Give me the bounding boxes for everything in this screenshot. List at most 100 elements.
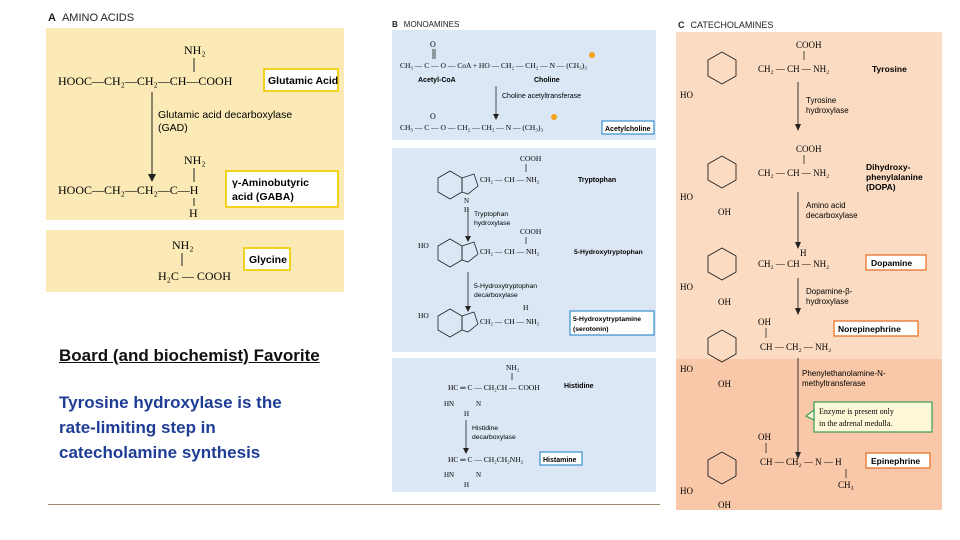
panel-b-monoamines: O CH₃ — C — O — CoA + HO — CH₂ — CH₂ — N… — [392, 30, 656, 492]
epinephrine-ch3: CH₃ — [838, 480, 854, 490]
catecholamine-upper-box — [676, 32, 942, 359]
histidine-decarboxylase-line1: Histidine — [472, 425, 498, 432]
histamine-h: H — [464, 481, 469, 489]
dopa-label-line1: Dihydroxy- — [866, 162, 911, 172]
epinephrine-benzene-ring — [707, 451, 737, 485]
norepinephrine-label: Norepinephrine — [838, 324, 901, 334]
htp-label: 5-Hydroxytryptophan — [574, 249, 643, 256]
tyrosine-benzene-ring — [707, 51, 737, 85]
htp-indole-ring — [437, 238, 479, 268]
histidine-n: N — [476, 400, 481, 408]
histidine-decarboxylase-line2: decarboxylase — [472, 434, 516, 441]
histamine-formula: HC ═ C — CH₂CH₂NH₂ — [448, 455, 524, 464]
dopa-benzene-ring — [707, 155, 737, 189]
norepinephrine-benzene-ring — [707, 329, 737, 363]
norepinephrine-oh: OH — [718, 379, 731, 389]
rate-limiting-note-line3: catecholamine synthesis — [59, 443, 261, 462]
histidine-nh2: NH₂ — [506, 363, 520, 372]
choline-label: Choline — [534, 77, 560, 84]
norepinephrine-ho: HO — [680, 364, 693, 374]
gaba-label-line2: acid (GABA) — [232, 191, 294, 203]
rate-limiting-note-line1: Tyrosine hydroxylase is the — [59, 393, 282, 412]
acetylcholine-o: O — [430, 112, 436, 121]
board-favorite-heading: Board (and biochemist) Favorite — [59, 346, 320, 365]
rate-limiting-note: Tyrosine hydroxylase is the rate-limitin… — [59, 390, 349, 465]
histidine-h: H — [464, 410, 469, 418]
gad-enzyme-line2: (GAD) — [158, 122, 188, 134]
serotonin-label-line2: (serotonin) — [573, 326, 609, 333]
epinephrine-label: Epinephrine — [871, 456, 920, 466]
acetylcholine-formula: CH₃ — C — O — CH₂ — CH₂ — N — (CH₃)₃ — [400, 123, 543, 132]
norepinephrine-oh-top: OH — [758, 317, 771, 327]
acetylcholine-label: Acetylcholine — [605, 126, 651, 133]
epinephrine-oh: OH — [718, 500, 731, 510]
catecholamine-lower-box — [676, 359, 942, 510]
dopa-side-chain: CH₂ — CH — NH₂ — [758, 168, 829, 178]
adrenal-note-line1: Enzyme is present only — [819, 407, 894, 416]
dopamine-side-chain: CH₂ — CH — NH₂ — [758, 259, 829, 269]
tryptophan-hydroxylase-line2: hydroxylase — [474, 220, 510, 227]
dopamine-h: H — [800, 248, 807, 258]
panel-a-amino-acids: NH₂ HOOC—CH₂—CH₂—CH—COOH Glutamic Acid G… — [46, 28, 344, 292]
tryptophan-n: N — [464, 197, 469, 205]
pnmt-enzyme-line1: Phenylethanolamine-N- — [802, 369, 886, 378]
tyrosine-hydroxylase-line2: hydroxylase — [806, 106, 849, 115]
histamine-label: Histamine — [543, 457, 577, 464]
epinephrine-side-chain: CH — CH₂ — N — H — [760, 457, 842, 467]
pnmt-enzyme-line2: methyltransferase — [802, 379, 866, 388]
glutamate-formula: HOOC—CH₂—CH₂—CH—COOH — [58, 74, 233, 88]
panel-c-catecholamines: HO COOH CH₂ — CH — NH₂ Tyrosine Tyrosine… — [676, 32, 942, 510]
htp-decarboxylase-line2: decarboxylase — [474, 292, 518, 299]
tyrosine-hydroxylase-line1: Tyrosine — [806, 96, 837, 105]
dopamine-oh: OH — [718, 297, 731, 307]
dopa-ho: HO — [680, 192, 693, 202]
acetyl-coa-o: O — [430, 40, 436, 49]
histidine-formula: HC ═ C — CH₂CH — COOH — [448, 383, 540, 392]
htp-decarboxylase-line1: 5-Hydroxytryptophan — [474, 283, 537, 290]
glycine-nh2: NH₂ — [172, 238, 194, 252]
dbh-enzyme-line1: Dopamine-β- — [806, 287, 853, 296]
dopamine-label: Dopamine — [871, 258, 912, 268]
dopa-cooh: COOH — [796, 144, 822, 154]
dopamine-benzene-ring — [707, 247, 737, 281]
serotonin-ho: HO — [418, 311, 429, 320]
htp-side-chain: CH₂ — CH — NH₂ — [480, 247, 540, 256]
htp-cooh: COOH — [520, 227, 542, 236]
serotonin-h: H — [523, 303, 529, 312]
tryptophan-indole-ring — [437, 170, 479, 200]
tyrosine-ho: HO — [680, 90, 693, 100]
epinephrine-ho: HO — [680, 486, 693, 496]
gaba-formula: HOOC—CH₂—CH₂—C—H — [58, 183, 199, 197]
histidine-hn: HN — [444, 400, 454, 408]
divider-line — [48, 504, 660, 505]
tryptophan-h: H — [464, 206, 469, 214]
gad-enzyme-line1: Glutamic acid decarboxylase — [158, 109, 292, 121]
serotonin-label-line1: 5-Hydroxytryptamine — [573, 316, 641, 323]
aromatic-decarboxylase-line1: Amino acid — [806, 201, 846, 210]
glutamate-nh2: NH₂ — [184, 43, 206, 57]
dopa-label-line2: phenylalanine — [866, 172, 923, 182]
rate-limiting-note-line2: rate-limiting step in — [59, 418, 216, 437]
tyrosine-label: Tyrosine — [872, 64, 907, 74]
histidine-label: Histidine — [564, 383, 594, 390]
serotonin-side-chain: CH₂ — CH — NH₂ — [480, 317, 540, 326]
glycine-label: Glycine — [249, 254, 287, 266]
acetyl-coa-label: Acetyl-CoA — [418, 77, 456, 84]
acetyl-coa-formula: CH₃ — C — O — CoA + HO — CH₂ — CH₂ — N —… — [400, 61, 587, 70]
histamine-hn: HN — [444, 471, 454, 479]
adrenal-medulla-callout: Enzyme is present only in the adrenal me… — [804, 401, 933, 433]
serotonin-indole-ring — [437, 308, 479, 338]
tryptophan-hydroxylase-line1: Tryptophan — [474, 211, 508, 218]
glutamic-acid-label: Glutamic Acid — [268, 75, 338, 87]
dbh-enzyme-line2: hydroxylase — [806, 297, 849, 306]
dopamine-ho: HO — [680, 282, 693, 292]
tryptophan-label: Tryptophan — [578, 177, 616, 184]
dopa-oh: OH — [718, 207, 731, 217]
htp-ho: HO — [418, 241, 429, 250]
tyrosine-side-chain: CH₂ — CH — NH₂ — [758, 64, 829, 74]
epinephrine-oh-top: OH — [758, 432, 771, 442]
adrenal-note-line2: in the adrenal medulla. — [819, 419, 892, 428]
